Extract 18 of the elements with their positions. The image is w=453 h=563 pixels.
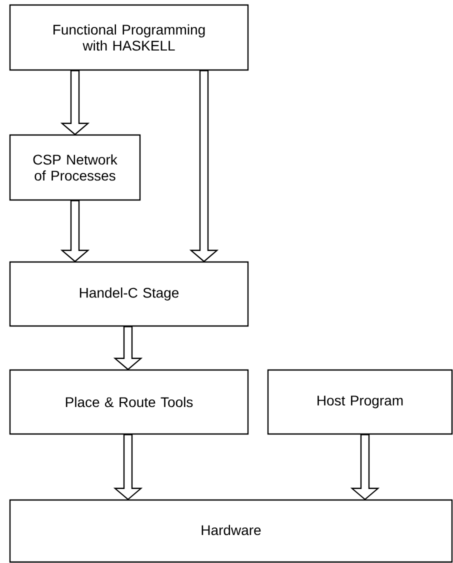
box-label: Place & Route Tools [66,396,193,408]
box-label: Host Program [318,396,403,408]
hollow-arrow [113,326,143,370]
hollow-arrow [350,434,380,500]
hollow-arrow [189,70,219,262]
process-box [9,369,249,435]
process-box [9,134,141,201]
process-box [9,261,249,327]
box-label: Functional Programming with HASKELL [54,24,205,51]
process-box [9,4,249,71]
box-label: CSP Network of Processes [33,154,118,181]
hollow-arrow [60,200,90,262]
box-label: Hardware [202,524,261,536]
process-box [267,369,453,435]
box-label: Handel-C Stage [80,287,179,301]
hollow-arrow [60,70,90,136]
process-box [9,499,453,563]
hollow-arrow [113,434,143,500]
